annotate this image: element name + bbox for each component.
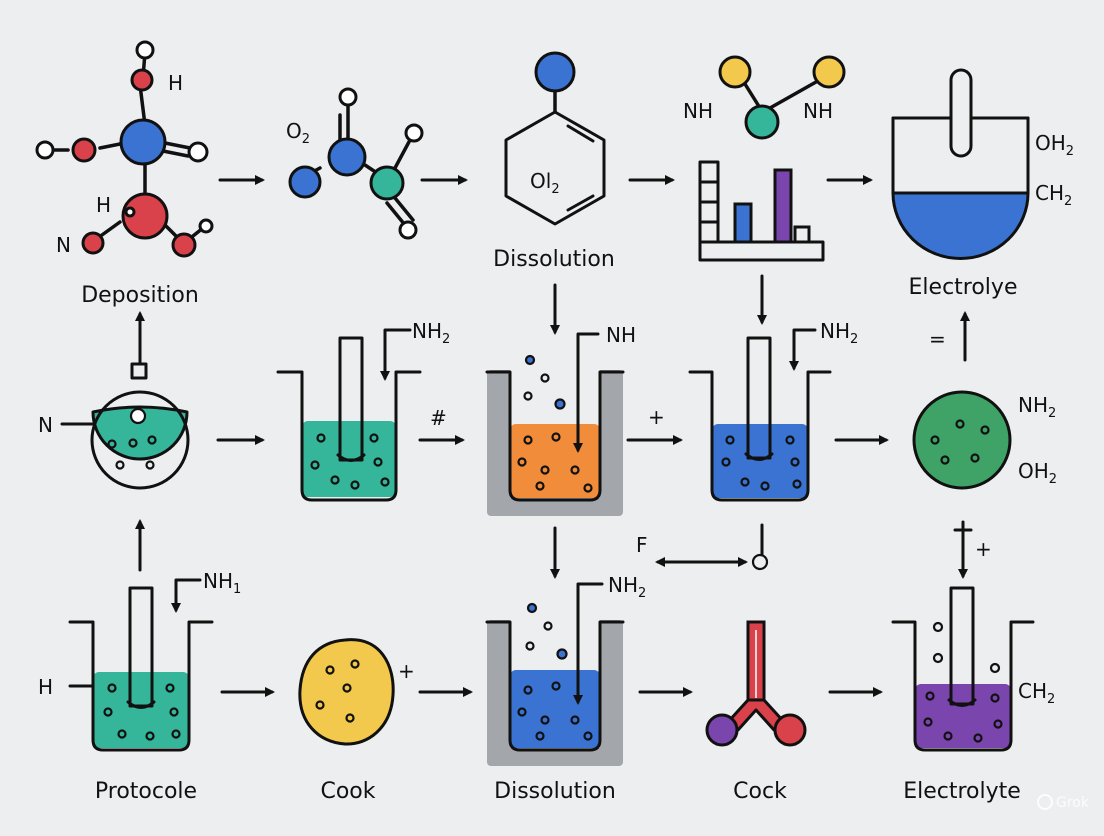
hydrogen-atom [187,141,209,163]
blue-atom [288,165,322,199]
beaker-protocole: H NH1 [38,569,241,752]
cook-blob: + [298,638,415,746]
label-electrolye: Electrolye [909,275,1018,300]
hydrogen-atom [398,220,418,240]
teal-atom [369,165,405,201]
round-flask: N [38,390,190,490]
formula-ring: Ol2 [530,169,560,197]
formula-nh2-beaker1: NH2 [412,319,450,347]
formula-nh-orange: NH [606,323,636,347]
bar-chart-icon [698,160,825,262]
formula-nh-left: NH [683,99,713,123]
beaker-blue: NH2 [688,319,858,502]
grok-logo-icon [1037,794,1053,810]
formula-nh2-green: NH2 [1018,393,1056,421]
label-dissolution-top: Dissolution [493,247,615,272]
hydrogen-atom [135,40,155,60]
formula-oh2-top: OH2 [1035,131,1074,159]
formula-n-left: N [56,233,71,257]
central-atom [327,137,367,177]
hydrogen-atom [35,140,55,160]
highlight [124,206,136,218]
beaker-dissolution: NH2 [485,573,646,766]
red-atom [773,713,807,747]
hydrogen-atom [338,87,358,107]
label-cock: Cock [733,779,787,804]
double-arrow-f: F [636,523,769,571]
green-sphere: NH2 OH2 [912,390,1057,490]
watermark-text: Grok [1056,795,1090,811]
formula-ch2-top: CH2 [1035,181,1072,209]
molecule-nh: NH NH [683,55,846,140]
oxygen-atom [171,232,197,258]
y-molecule [705,620,807,747]
label-dissolution-bottom: Dissolution [494,779,616,804]
yellow-atom [718,55,752,89]
formula-f: F [636,533,648,557]
oxygen-atom [81,231,105,255]
benzene-ring: Ol2 [504,51,606,226]
central-atom [119,118,167,166]
symbol-plus-cook: + [398,659,415,683]
symbol-plus-down: + [975,537,992,561]
molecule-o2: O2 [286,87,424,240]
purple-atom [705,713,739,747]
blue-atom [534,51,576,93]
formula-nh-right: NH [803,99,833,123]
oxygen-atom [71,137,97,163]
label-deposition: Deposition [81,283,199,308]
hydrogen-atom [404,123,424,143]
symbol-equals: = [929,327,946,351]
formula-ch2-bottom: CH2 [1018,679,1055,707]
formula-oh2-green: OH2 [1018,459,1057,487]
beaker-orange: NH [485,323,636,516]
formula-nh2-blue: NH2 [820,319,858,347]
hydrogen-atom [198,218,214,234]
oxygen-atom [121,192,169,240]
connector-square [130,362,148,380]
beaker-electrolyte: CH2 [891,586,1055,752]
formula-n-flask: N [38,413,53,437]
watermark: Grok [1037,794,1090,811]
symbol-hash: # [430,406,447,430]
yellow-atom [812,55,846,89]
label-cook: Cook [320,779,375,804]
electrolyte-bowl: OH2 CH2 [891,68,1074,260]
formula-h2-left: H [38,675,53,699]
label-protocole: Protocole [95,779,197,804]
formula-nh2-bottom: NH2 [608,573,646,601]
formula-h-mid: H [96,193,111,217]
teal-atom [744,104,780,140]
symbol-plus: + [648,405,665,429]
label-electrolyte: Electrolyte [903,779,1021,804]
beaker-teal: NH2 [276,319,450,502]
oxygen-atom [130,68,154,92]
formula-nh1: NH1 [203,569,241,597]
molecule-deposition: H H N [35,40,214,258]
formula-o2: O2 [286,119,310,147]
formula-h-top: H [168,71,183,95]
